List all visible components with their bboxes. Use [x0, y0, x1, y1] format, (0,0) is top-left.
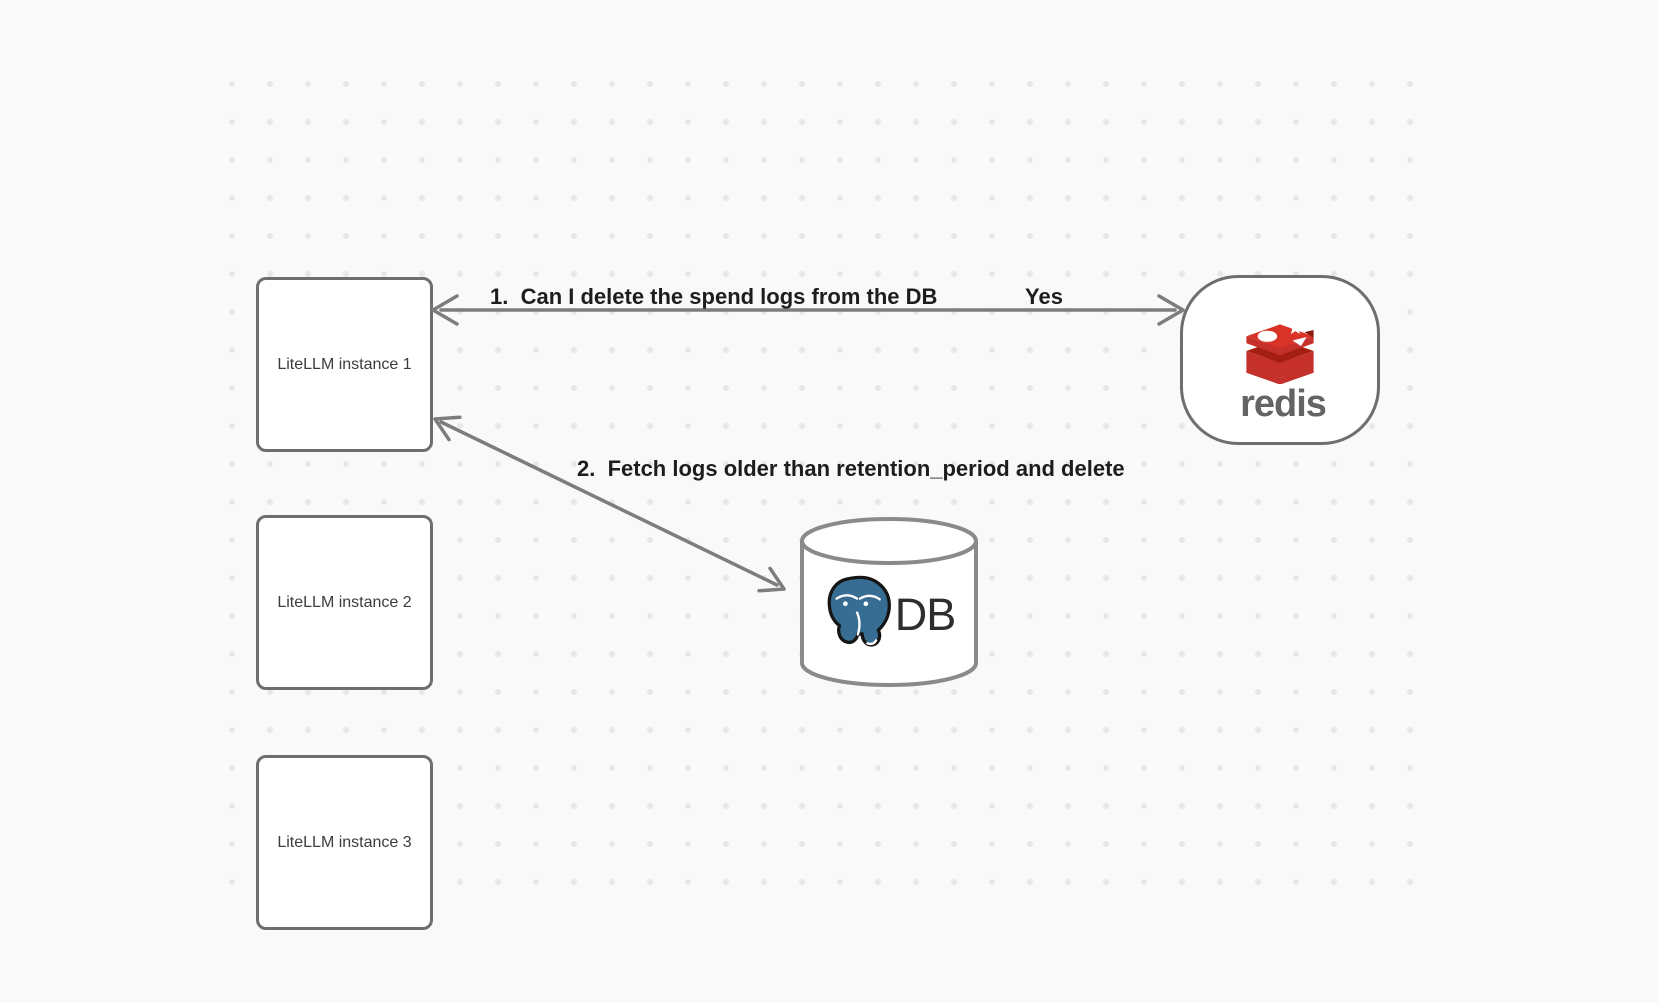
redis-wordmark: redis: [1240, 383, 1327, 425]
arrow-1-label[interactable]: 1. Can I delete the spend logs from the …: [490, 284, 938, 309]
db-label: DB: [894, 588, 957, 640]
node-label: LiteLLM instance 2: [277, 593, 412, 611]
database-cylinder-node[interactable]: DB: [799, 515, 979, 692]
node-label: LiteLLM instance 3: [277, 833, 412, 851]
litellm-instance-2-node[interactable]: LiteLLM instance 2: [256, 515, 433, 690]
redis-node[interactable]: redis: [1180, 275, 1380, 445]
litellm-instance-1-node[interactable]: LiteLLM instance 1: [256, 277, 433, 452]
node-label: LiteLLM instance 1: [277, 355, 412, 373]
postgresql-elephant-icon: [827, 575, 891, 647]
arrow-1-reply-label[interactable]: Yes: [1025, 284, 1063, 309]
litellm-instance-3-node[interactable]: LiteLLM instance 3: [256, 755, 433, 930]
arrow-2-label[interactable]: 2. Fetch logs older than retention_perio…: [577, 456, 1125, 481]
redis-logo-icon: [1246, 320, 1314, 384]
